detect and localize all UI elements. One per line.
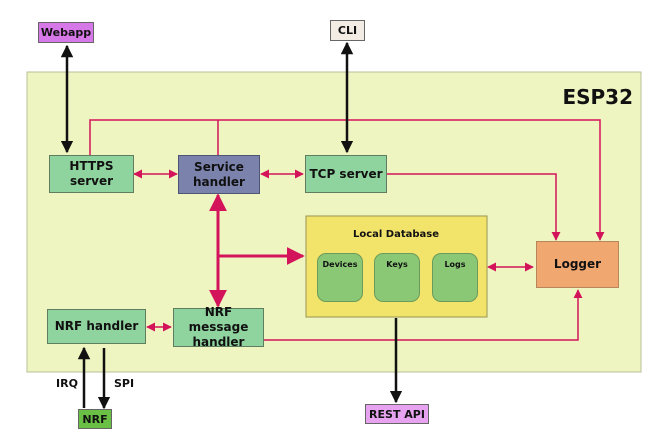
rest-api-box: REST API	[365, 404, 429, 424]
nrf-box: NRF	[78, 409, 112, 429]
tcp-server-block: TCP server	[305, 155, 387, 193]
message-logger-link	[264, 289, 583, 341]
spi-label: SPI	[114, 377, 135, 390]
pink-thick-connectors	[209, 193, 305, 308]
logger-block: Logger	[536, 241, 619, 288]
service-handler-block: Service handler	[178, 155, 260, 194]
database-item-keys: Keys	[374, 253, 420, 302]
cli-box: CLI	[330, 20, 365, 41]
https-server-block: HTTPS server	[49, 155, 134, 193]
external-links	[60, 41, 403, 410]
webapp-box: Webapp	[38, 22, 94, 43]
esp32-title: ESP32	[562, 85, 633, 109]
local-database-title: Local Database	[353, 229, 439, 240]
database-item-devices: Devices	[317, 253, 363, 302]
tcp-logger-link	[387, 173, 561, 241]
database-item-logs: Logs	[432, 253, 478, 302]
irq-label: IRQ	[56, 377, 78, 390]
nrf-handler-block: NRF handler	[47, 309, 146, 344]
nrf-message-handler-block: NRF message handler	[173, 305, 264, 349]
